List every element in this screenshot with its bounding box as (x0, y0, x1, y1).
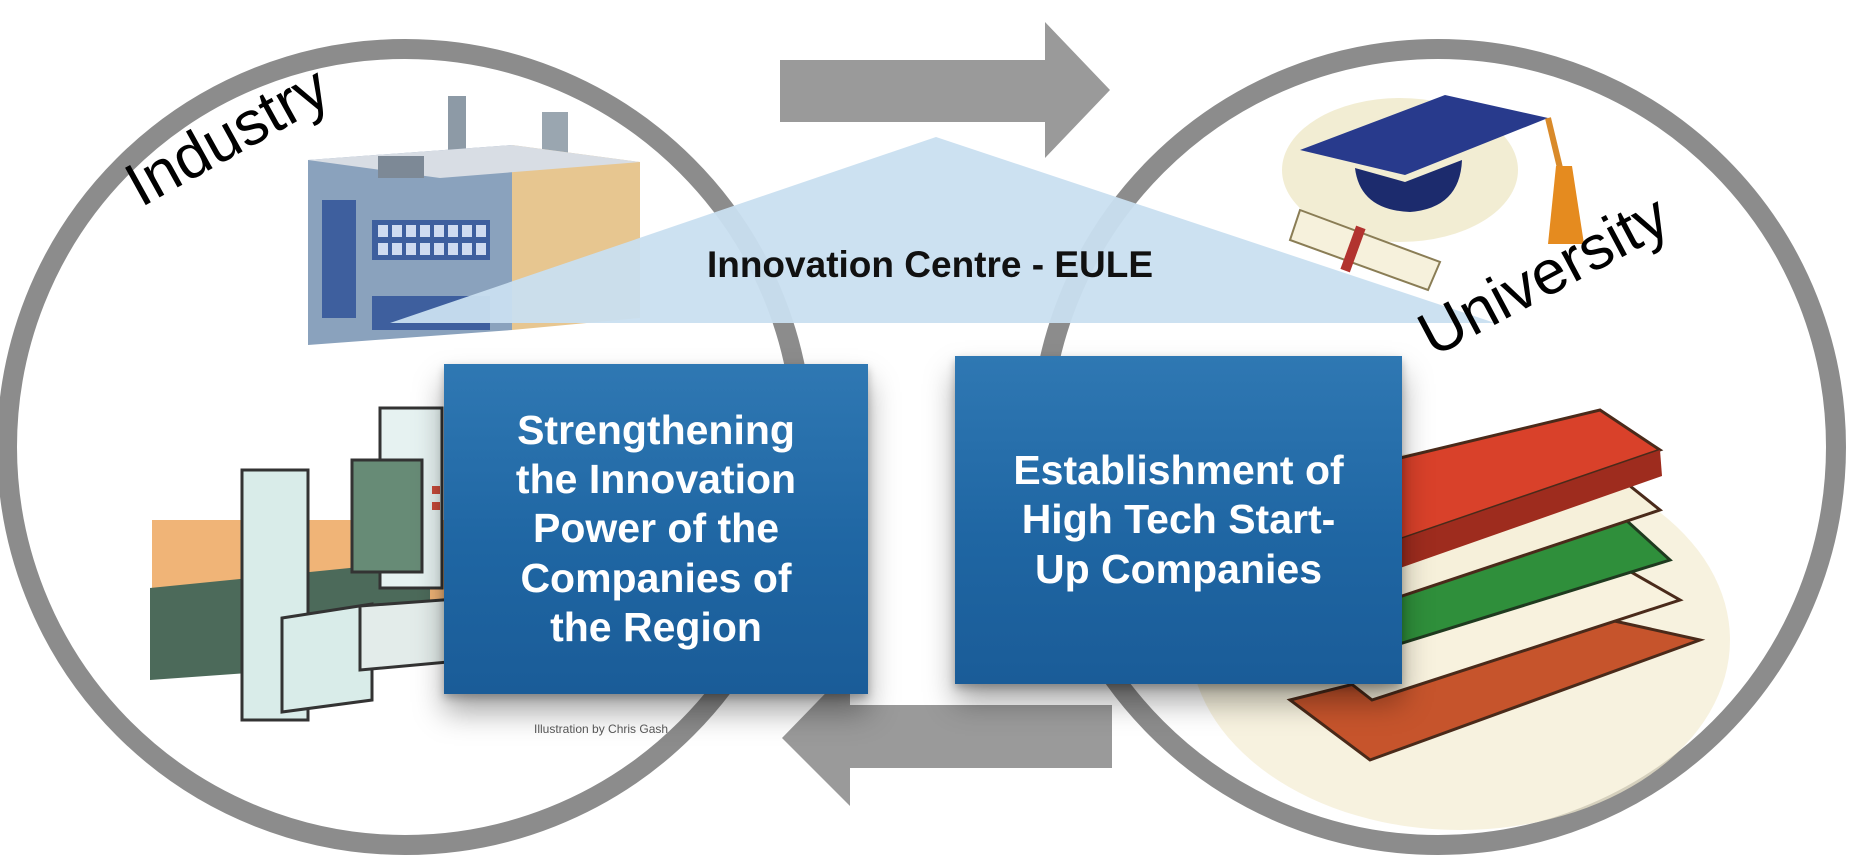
illustration-credit: Illustration by Chris Gash (534, 722, 669, 736)
diploma-icon (1288, 208, 1442, 292)
innovation-centre-roof (390, 137, 1495, 323)
graduation-cap-icon (1282, 95, 1584, 244)
arrow-left-icon (782, 668, 1112, 806)
innovation-power-box: Strengthening the Innovation Power of th… (444, 364, 868, 694)
innovation-centre-label: Innovation Centre - EULE (706, 244, 1154, 285)
arrow-right-icon (780, 22, 1110, 158)
startup-companies-box: Establishment of High Tech Start- Up Com… (955, 356, 1402, 684)
machinery-icon (150, 406, 472, 722)
